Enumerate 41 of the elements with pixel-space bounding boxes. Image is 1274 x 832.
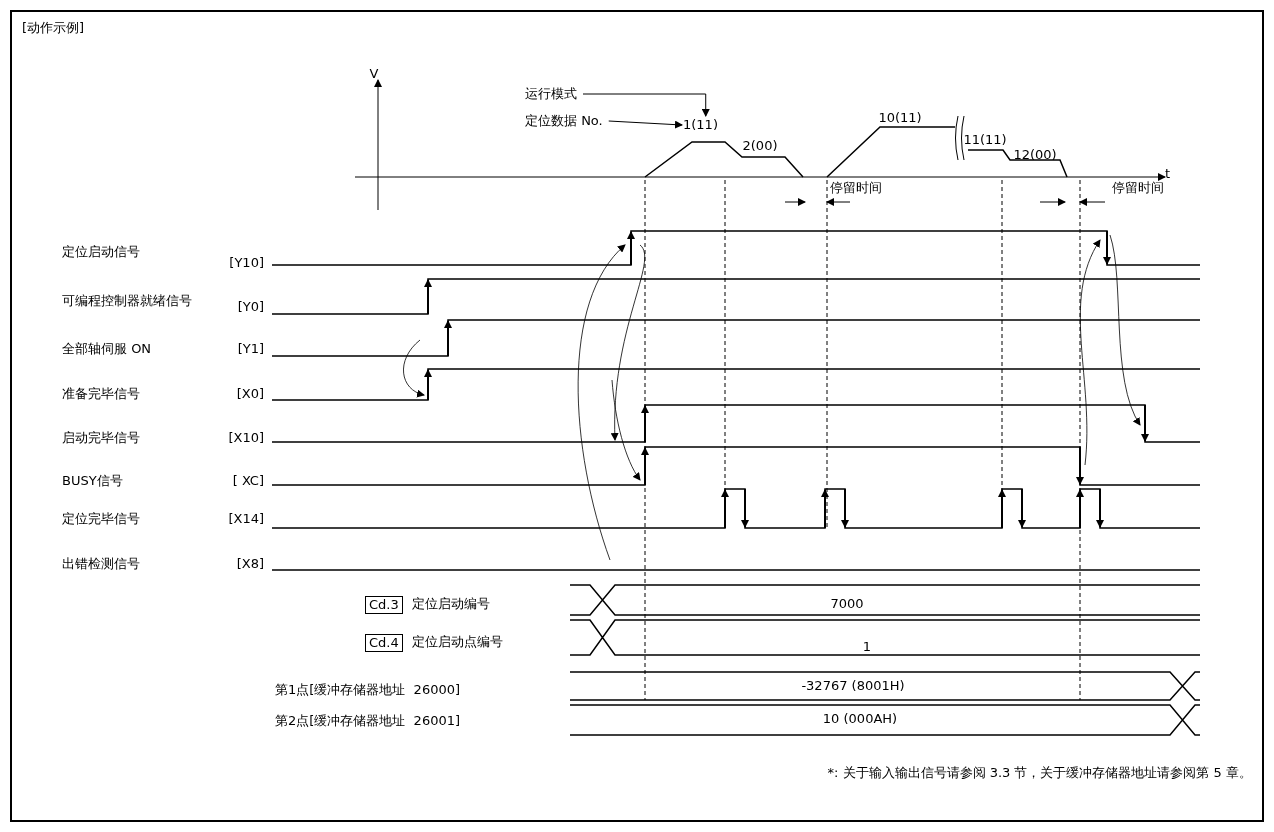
code-box: Cd.3 [365,596,403,614]
footnote: *: 关于输入输出信号请参阅 3.3 节，关于缓冲存储器地址请参阅第 5 章。 [827,765,1252,781]
data-name-label: 定位启动点编号 [412,634,503,650]
code-box: Cd.4 [365,634,403,652]
speed-label: 11(11) [963,132,1007,148]
signal-name: 准备完毕信号 [62,386,140,402]
signal-code: [ XC] [232,473,264,489]
data-value: -32767 (8001H) [801,678,905,694]
axis-label: t [1165,166,1171,182]
signal-name: BUSY信号 [62,473,123,489]
data-value: 1 [862,639,872,655]
signal-name: 启动完毕信号 [62,430,140,446]
signal-code: [X10] [228,430,264,446]
signal-name: 全部轴伺服 ON [62,341,152,357]
signal-name: 定位启动信号 [62,244,140,260]
speed-label: 12(00) [1013,147,1057,163]
buffer-address-label: 第1点[缓冲存储器地址 26000] [275,682,461,698]
dwell-time-label: 停留时间 [830,180,882,196]
signal-code: [X0] [236,386,264,402]
signal-name: 出错检测信号 [62,556,140,572]
signal-code: [Y10] [229,255,264,271]
signal-code: [Y0] [237,299,264,315]
mode-label: 运行模式 [525,86,577,102]
speed-label: 1(11) [683,117,718,133]
speed-label: 10(11) [878,110,922,126]
leader-arrow [608,120,683,129]
signal-code: [X14] [228,511,264,527]
data-value: 10 (000AH) [822,711,898,727]
dwell-time-label: 停留时间 [1112,180,1164,196]
axis-label: V [369,66,379,82]
diagram-title: [动作示例] [22,20,85,36]
data-value: 7000 [830,596,864,612]
leader-arrow [582,93,710,117]
buffer-address-label: 第2点[缓冲存储器地址 26001] [275,713,461,729]
data-number-label: 定位数据 No. [525,113,603,129]
data-name-label: 定位启动编号 [412,596,490,612]
speed-label: 2(00) [742,138,778,154]
signal-code: [Y1] [237,341,264,357]
signal-name: 定位完毕信号 [62,511,140,527]
signal-name: 可编程控制器就绪信号 [62,293,192,309]
signal-code: [X8] [236,556,264,572]
